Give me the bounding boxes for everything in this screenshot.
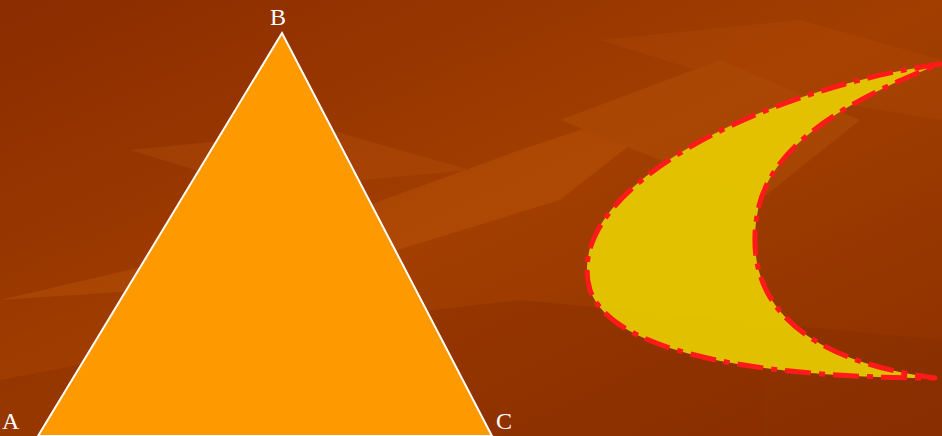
vertex-label: C xyxy=(496,408,512,434)
background-texture xyxy=(0,20,942,436)
triangle xyxy=(38,33,492,436)
vertex-label: A xyxy=(2,408,19,434)
crescent xyxy=(587,64,940,378)
vertex-label: B xyxy=(270,4,286,30)
